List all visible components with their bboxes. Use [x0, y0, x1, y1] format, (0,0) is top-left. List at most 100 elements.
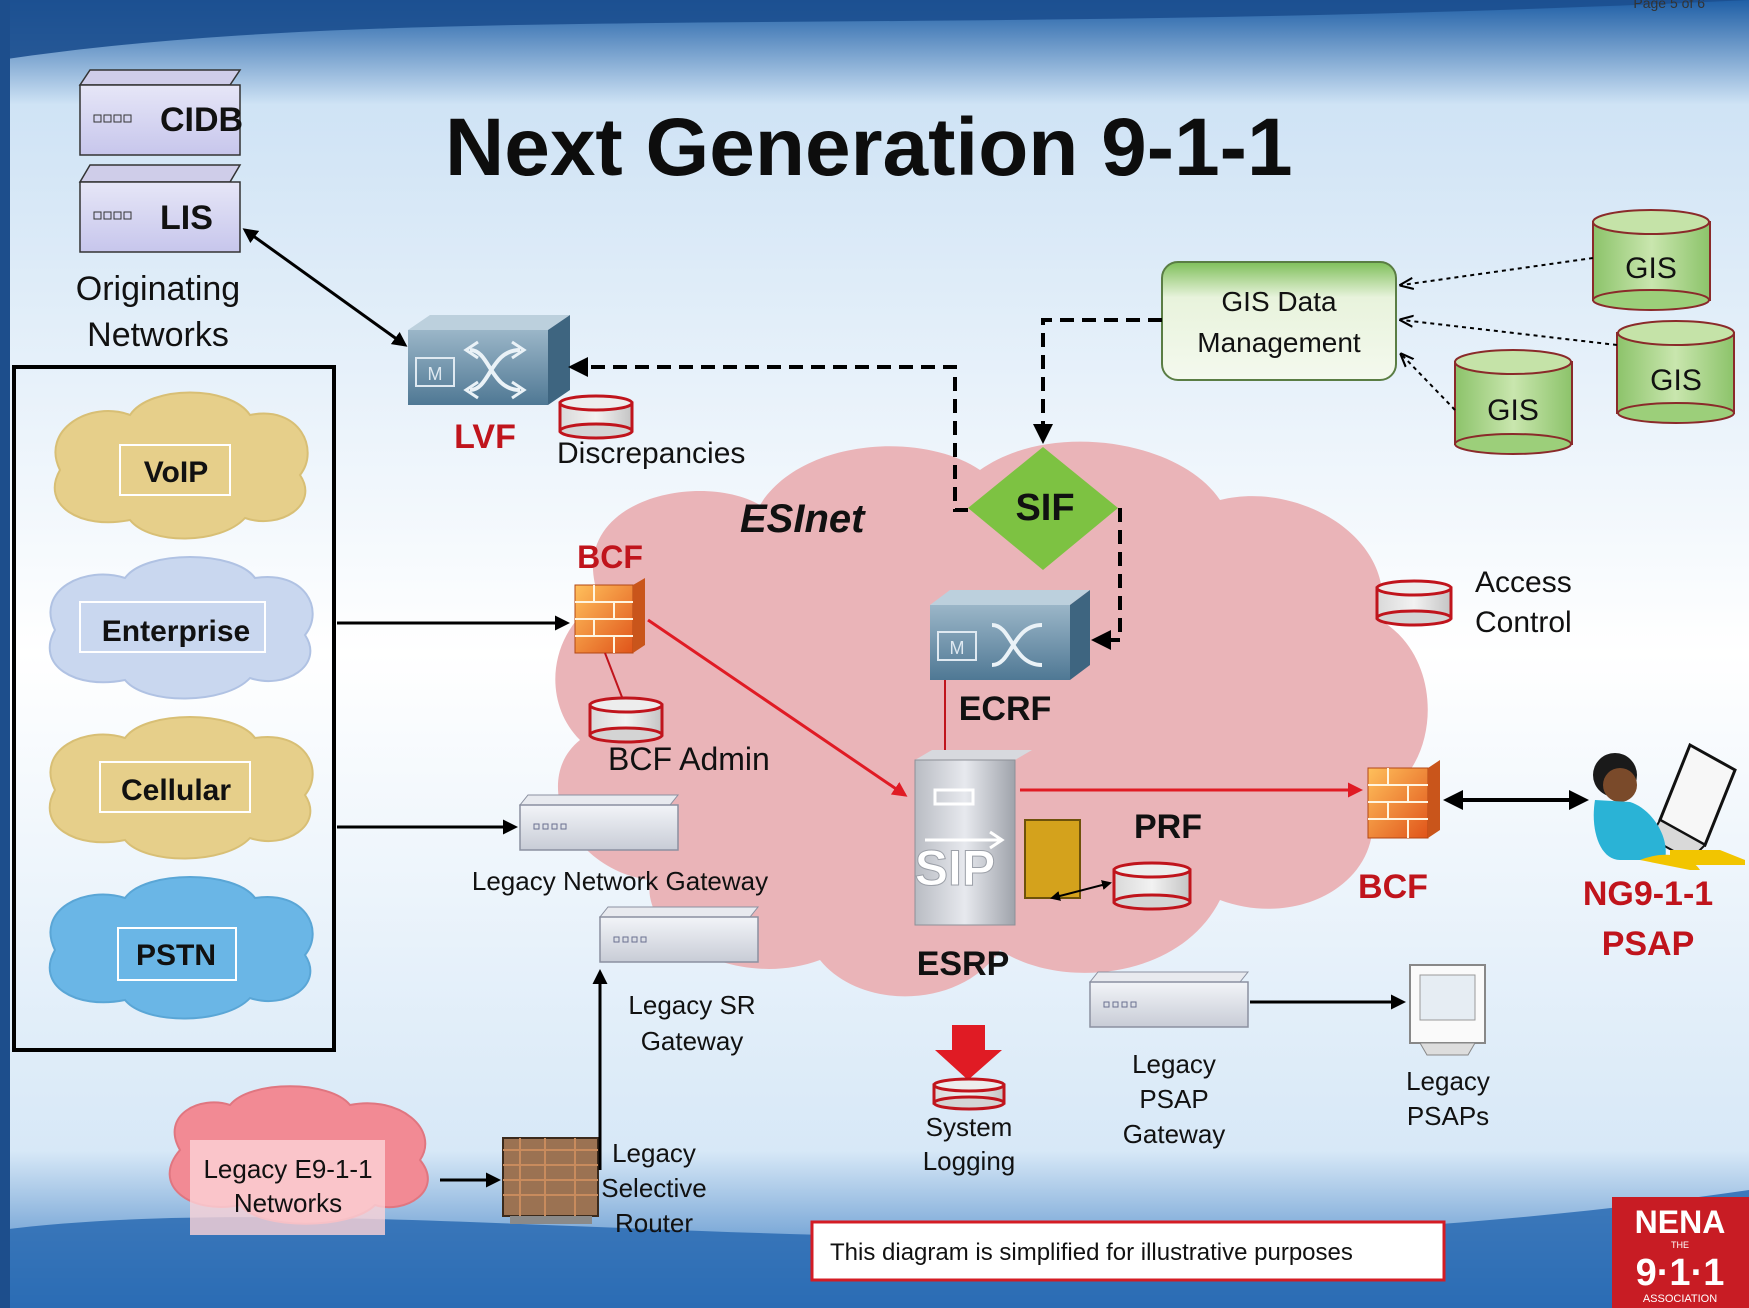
disclaimer-text: This diagram is simplified for illustrat…	[830, 1239, 1353, 1266]
server-icon	[1103, 1001, 1137, 1008]
sip-server-icon: SIP	[914, 750, 1032, 926]
legacy-sr-gateway	[598, 906, 760, 963]
access-control-database	[1375, 579, 1453, 627]
server-icon	[613, 936, 647, 943]
legacy-sr-gateway-line1: Legacy SR	[628, 990, 755, 1020]
legacy-psaps-line2: PSAPs	[1407, 1101, 1489, 1131]
operator-icon	[1593, 742, 1745, 870]
server-icon	[93, 114, 132, 123]
legacy-psap-gateway-line3: Gateway	[1123, 1119, 1226, 1149]
system-logging-line1: System	[926, 1112, 1013, 1142]
gis-db2-label: GIS	[1650, 364, 1702, 397]
legacy-sr-gateway-line2: Gateway	[641, 1026, 744, 1056]
legacy-selective-router	[502, 1137, 599, 1224]
legacy-psaps-terminal	[1409, 964, 1486, 1056]
cidb-server: CIDB	[78, 69, 243, 156]
legacy-e911-cloud: Legacy E9-1-1 Networks	[168, 1085, 429, 1235]
lis-server: LIS	[78, 164, 242, 253]
database-icon	[1112, 861, 1192, 911]
logo-small: THE	[1671, 1240, 1689, 1250]
policy-server-tower	[1024, 819, 1081, 899]
database-icon	[558, 394, 634, 440]
cidb-label: CIDB	[160, 101, 243, 139]
bcf-admin-database	[588, 696, 664, 744]
black-connection-arrows	[242, 228, 1406, 1188]
legacy-network-gateway	[518, 794, 680, 851]
sif-node: SIF	[968, 447, 1118, 570]
enterprise-cloud: Enterprise	[48, 556, 314, 700]
psap-label-line2: PSAP	[1602, 925, 1695, 963]
database-icon	[588, 696, 664, 744]
nena-logo: NENA THE 9·1·1 ASSOCIATION	[1612, 1197, 1749, 1308]
bcf-left-firewall	[574, 578, 645, 654]
esrp-sip-server: SIP	[914, 750, 1081, 926]
system-logging	[932, 1025, 1006, 1111]
legacy-e911-line2: Networks	[234, 1188, 342, 1218]
left-edge-band	[0, 0, 10, 1308]
legacy-psap-gateway	[1088, 971, 1250, 1028]
lis-label: LIS	[160, 199, 213, 237]
pstn-cloud: PSTN	[48, 876, 314, 1020]
access-control-line1: Access	[1475, 566, 1572, 599]
gis-mgmt-line2: Management	[1197, 327, 1361, 358]
gis-mgmt-line1: GIS Data	[1221, 286, 1337, 317]
pstn-label: PSTN	[136, 939, 216, 972]
firewall-icon	[574, 578, 645, 654]
gis-database-2: GIS	[1616, 320, 1735, 424]
gis-db1-label: GIS	[1625, 252, 1677, 285]
voip-cloud: VoIP	[53, 391, 309, 540]
access-control-line2: Control	[1475, 606, 1572, 639]
system-logging-line2: Logging	[923, 1146, 1016, 1176]
voip-label: VoIP	[144, 456, 208, 489]
legacy-network-gateway-label: Legacy Network Gateway	[472, 866, 768, 896]
esrp-label: ESRP	[917, 945, 1010, 983]
bcf-right-firewall	[1367, 760, 1440, 839]
page-marker: Page 5 of 6	[1633, 0, 1705, 11]
logo-top: NENA	[1635, 1204, 1726, 1240]
disclaimer-box: This diagram is simplified for illustrat…	[810, 1220, 1446, 1282]
terminal-icon	[1409, 964, 1486, 1056]
gis-data-management: GIS Data Management	[1161, 261, 1397, 381]
prf-label: PRF	[1134, 808, 1202, 846]
logo-bottom: ASSOCIATION	[1643, 1293, 1717, 1305]
originating-label-line1: Originating	[76, 270, 240, 308]
router-switch-icon: M	[415, 340, 527, 400]
gis-db3-label: GIS	[1487, 394, 1539, 427]
ecrf-switch: M	[930, 590, 1090, 680]
legacy-psaps-line1: Legacy	[1406, 1066, 1490, 1096]
enterprise-label: Enterprise	[102, 615, 250, 648]
discrepancies-label: Discrepancies	[557, 437, 745, 470]
legacy-psap-gateway-line2: PSAP	[1139, 1084, 1208, 1114]
originating-label-line2: Networks	[87, 316, 229, 354]
discrepancies-database	[558, 394, 634, 440]
bcf-admin-link	[604, 652, 626, 706]
call-flow-red	[647, 618, 1363, 798]
sif-label: SIF	[1015, 487, 1074, 529]
legacy-selective-router-line2: Selective	[601, 1173, 707, 1203]
router-switch-icon: M	[937, 623, 1043, 667]
firewall-icon	[1367, 760, 1440, 839]
gis-feed-arrows	[1402, 257, 1618, 411]
esinet-cloud	[555, 441, 1428, 997]
originating-networks-box	[12, 365, 336, 1052]
ecrf-label: ECRF	[959, 690, 1052, 728]
cellular-cloud: Cellular	[48, 716, 314, 860]
dashed-provisioning-lines	[568, 318, 1162, 650]
bcf-right-label: BCF	[1358, 868, 1428, 906]
bcf-left-label: BCF	[577, 539, 643, 575]
logo-middle: 9·1·1	[1636, 1252, 1725, 1294]
legacy-selective-router-line1: Legacy	[612, 1138, 696, 1168]
page-title: Next Generation 9-1-1	[445, 102, 1293, 193]
svg-text:M: M	[950, 638, 965, 658]
legacy-selective-router-line3: Router	[615, 1208, 693, 1238]
svg-text:SIP: SIP	[915, 840, 996, 896]
ng911-psap-operator	[1593, 742, 1745, 870]
top-swoosh	[0, 0, 1749, 60]
svg-text:M: M	[428, 364, 443, 384]
prf-database	[1112, 861, 1192, 911]
gis-database-3: GIS	[1454, 349, 1573, 455]
server-icon	[93, 211, 132, 220]
lvf-switch: M	[408, 315, 570, 405]
database-icon	[932, 1077, 1006, 1111]
